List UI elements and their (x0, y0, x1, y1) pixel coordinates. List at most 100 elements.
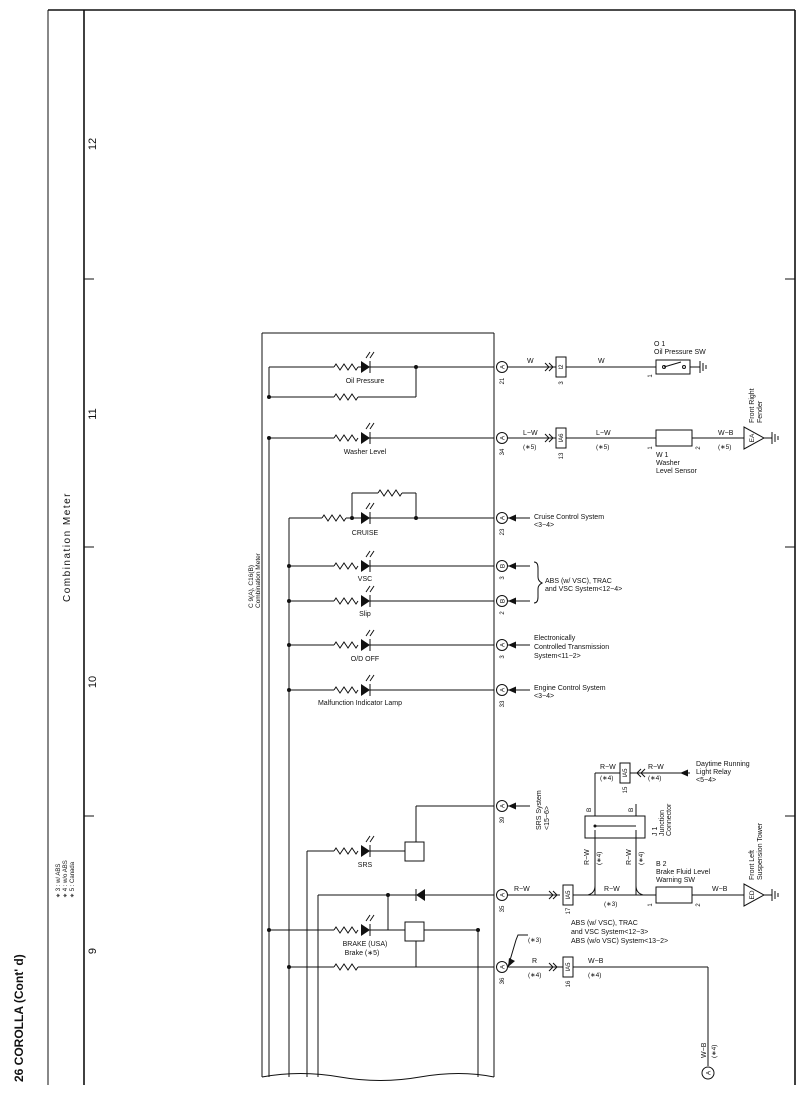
svg-text:IA6: IA6 (559, 433, 565, 443)
oil-pressure-switch (655, 359, 691, 375)
connector-35: A 35 (496, 889, 508, 912)
srs-circuit: SRS (307, 805, 494, 869)
svg-text:System<11−2>: System<11−2> (534, 653, 581, 660)
oil-pressure-circuit: Oil Pressure (269, 351, 494, 401)
svg-text:SRS System: SRS System (536, 790, 543, 830)
meter-title-2: Combination Meter (255, 552, 262, 608)
connector-34: A 34 (496, 432, 508, 455)
ground-ed-icon: ED (743, 883, 779, 907)
svg-text:3: 3 (559, 381, 565, 385)
wire-w-2: W (598, 358, 605, 365)
svg-text:(∗3): (∗3) (528, 937, 541, 944)
washer-level-label: Washer Level (344, 449, 387, 456)
mil-label: Malfunction Indicator Lamp (318, 700, 402, 707)
svg-text:B: B (628, 808, 635, 812)
brake-fluid-wiring: R−W IA5 17 R−W (∗3) B B J 1 Junction Con… (508, 803, 779, 914)
svg-text:and VSC System<12−4>: and VSC System<12−4> (545, 586, 622, 593)
slip-circuit: Slip (289, 585, 494, 618)
svg-text:(∗4): (∗4) (588, 972, 601, 979)
svg-text:R−W: R−W (648, 764, 664, 771)
mil-led-icon (361, 684, 370, 696)
svg-text:R−W: R−W (584, 849, 591, 865)
svg-text:(∗5): (∗5) (718, 444, 731, 451)
offpage-connector-a (701, 1066, 715, 1080)
svg-text:(∗4): (∗4) (648, 775, 661, 782)
connector-36: A 36 (496, 961, 508, 984)
connector-21: A 21 (496, 361, 508, 384)
combination-meter-box: C 9(A), C16(B) Combination Meter (248, 332, 495, 1081)
svg-text:Level Sensor: Level Sensor (656, 468, 698, 475)
page-title: 26 COROLLA (Cont' d) (12, 954, 26, 1082)
svg-text:R−W: R−W (514, 886, 530, 893)
svg-text:<3−4>: <3−4> (534, 693, 554, 700)
svg-text:Front Left: Front Left (749, 850, 756, 880)
oil-pressure-sw-name: Oil Pressure SW (654, 349, 706, 356)
svg-text:17: 17 (566, 907, 572, 914)
slip-label: Slip (359, 611, 371, 618)
connector-33: A 33 (496, 684, 508, 707)
meter-bus (267, 367, 480, 1077)
meter-title-1: C 9(A), C16(B) (248, 565, 255, 608)
grid-number-9: 9 (87, 948, 99, 954)
vsc-label: VSC (358, 576, 372, 583)
svg-text:A: A (706, 1070, 713, 1075)
svg-text:Washer: Washer (656, 460, 681, 467)
page-frame (47, 9, 796, 1085)
svg-text:W−B: W−B (718, 430, 734, 437)
mil-circuit: Malfunction Indicator Lamp (289, 674, 494, 707)
svg-text:IA5: IA5 (566, 890, 572, 900)
svg-text:B: B (500, 599, 507, 603)
svg-text:A: A (500, 642, 507, 647)
brake-led-icon (361, 924, 370, 936)
svg-text:13: 13 (559, 452, 565, 459)
connector-39: A 39 (496, 800, 508, 823)
connector-23: A 23 (496, 512, 508, 535)
svg-text:(∗4): (∗4) (528, 972, 541, 979)
svg-text:A: A (500, 803, 507, 808)
svg-text:15: 15 (623, 786, 629, 793)
svg-text:(∗4): (∗4) (596, 852, 603, 865)
svg-text:and VSC System<12−3>: and VSC System<12−3> (571, 929, 648, 936)
connector-b2: B 2 (496, 595, 508, 615)
svg-text:3: 3 (500, 576, 506, 580)
svg-text:B 2: B 2 (656, 861, 667, 868)
svg-text:Fender: Fender (757, 400, 764, 423)
junction-connector-j1 (584, 815, 646, 839)
svg-text:1: 1 (648, 446, 654, 450)
svg-text:34: 34 (500, 448, 506, 455)
wire-w-1: W (527, 358, 534, 365)
od-off-led-icon (361, 639, 370, 651)
svg-text:36: 36 (500, 977, 506, 984)
brake-module-box (404, 921, 425, 942)
svg-text:Brake Fluid Level: Brake Fluid Level (656, 869, 711, 876)
svg-text:A: A (500, 515, 507, 520)
svg-text:3: 3 (500, 655, 506, 659)
ground-ea-icon: EA (743, 426, 779, 450)
oil-pressure-led-icon (361, 361, 370, 373)
svg-text:Cruise Control System: Cruise Control System (534, 514, 604, 521)
srs-led-icon (361, 845, 370, 857)
svg-text:1: 1 (648, 903, 654, 907)
svg-text:J 1: J 1 (652, 827, 659, 836)
svg-text:A: A (500, 964, 507, 969)
vsc-circuit: VSC (289, 550, 494, 583)
svg-text:(∗5): (∗5) (523, 444, 536, 451)
srs-module-box (404, 841, 425, 862)
svg-text:W 1: W 1 (656, 452, 669, 459)
option-notes: ∗ 3 : w/ ABS ∗ 4 : w/o ABS ∗ 5 : Canada (56, 860, 76, 898)
svg-text:2: 2 (696, 903, 702, 907)
washer-level-circuit: Washer Level (269, 422, 494, 456)
brake-usa-label: BRAKE (USA) (343, 941, 388, 948)
svg-text:(∗4): (∗4) (638, 852, 645, 865)
svg-text:A: A (500, 892, 507, 897)
svg-text:L−W: L−W (523, 430, 538, 437)
svg-text:Controlled Transmission: Controlled Transmission (534, 644, 609, 651)
grid-number-11: 11 (87, 408, 99, 419)
note-canada: ∗ 5 : Canada (70, 861, 76, 898)
brake-fluid-level-switch (655, 886, 693, 904)
svg-text:(∗3): (∗3) (604, 901, 617, 908)
svg-text:Electronically: Electronically (534, 635, 576, 642)
svg-text:IA5: IA5 (566, 962, 572, 972)
svg-text:Suspension Tower: Suspension Tower (757, 822, 764, 880)
